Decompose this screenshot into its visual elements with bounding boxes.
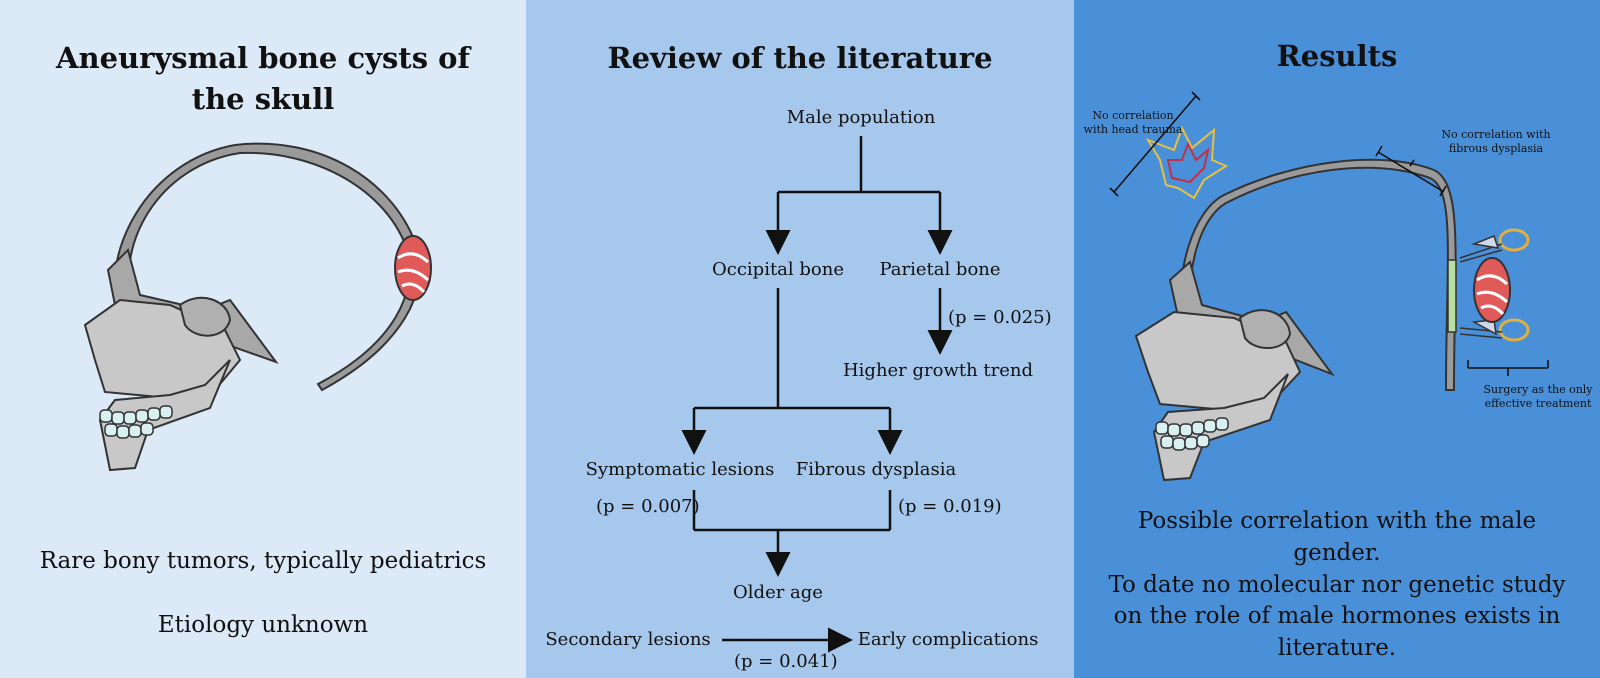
annotation-fibrous-line1: No correlation with: [1441, 128, 1551, 141]
results-title: Results: [1276, 39, 1398, 73]
results-skull-orbit: [1238, 309, 1292, 350]
scissors-icon-bottom: [1459, 318, 1530, 342]
annotation-fibrous-line2: fibrous dysplasia: [1448, 142, 1544, 155]
results-teeth: [1155, 417, 1229, 451]
results-skull-vault: [1179, 158, 1457, 391]
skull-illustration: [83, 142, 432, 472]
review-title: Review of the literature: [607, 41, 993, 75]
results-conclusion-line1: Possible correlation with the male: [1137, 508, 1537, 534]
bracket-fibrous-dysplasia: [1375, 145, 1447, 197]
bracket-surgery: [1467, 360, 1549, 376]
skull-vault: [112, 142, 422, 392]
trauma-starburst-icon: [1145, 125, 1229, 200]
annotation-surgery-line2: effective treatment: [1484, 397, 1592, 410]
node-symptomatic-lesions: Symptomatic lesions: [585, 459, 775, 480]
bone-graft: [1447, 259, 1457, 333]
results-conclusion-line3: To date no molecular nor genetic study: [1108, 572, 1566, 598]
node-male-population: Male population: [786, 107, 936, 128]
annotation-head-trauma-line2: with head trauma: [1083, 123, 1183, 136]
results-conclusion-line5: literature.: [1277, 635, 1397, 661]
node-secondary-lesions: Secondary lesions: [545, 629, 711, 650]
bracket-head-trauma: [1109, 91, 1201, 197]
intro-description-rare: Rare bony tumors, typically pediatrics: [39, 548, 487, 574]
annotation-head-trauma-line1: No correlation: [1092, 109, 1174, 122]
intro-title-line2: the skull: [191, 82, 335, 116]
pvalue-symptomatic: (p = 0.007): [596, 496, 700, 517]
node-parietal-bone: Parietal bone: [879, 259, 1001, 280]
pvalue-fibrous: (p = 0.019): [898, 496, 1002, 517]
skull-orbit: [178, 296, 232, 337]
annotation-surgery-line1: Surgery as the only: [1483, 383, 1593, 396]
results-conclusion-line2: gender.: [1293, 540, 1381, 566]
node-older-age: Older age: [733, 582, 823, 603]
skull-teeth: [99, 405, 173, 439]
panel-results: Results: [1074, 0, 1600, 678]
node-higher-growth-trend: Higher growth trend: [842, 360, 1034, 381]
flowchart-connectors: [681, 136, 953, 653]
results-conclusion-line4: on the role of male hormones exists in: [1113, 603, 1561, 629]
cyst-lesion: [394, 235, 432, 301]
pvalue-secondary: (p = 0.041): [734, 651, 838, 672]
intro-title-line1: Aneurysmal bone cysts of: [56, 41, 470, 75]
node-early-complications: Early complications: [857, 629, 1039, 650]
panel-literature-review: Review of the literature Male population…: [526, 0, 1074, 678]
node-fibrous-dysplasia: Fibrous dysplasia: [795, 459, 957, 480]
node-occipital-bone: Occipital bone: [711, 259, 845, 280]
panel-introduction: Aneurysmal bone cysts of the skull: [0, 0, 526, 678]
excised-cyst: [1473, 257, 1511, 323]
scissors-icon-top: [1459, 228, 1530, 263]
pvalue-parietal-growth: (p = 0.025): [948, 307, 1052, 328]
results-illustration: [1109, 91, 1549, 482]
intro-description-etiology: Etiology unknown: [157, 612, 369, 638]
